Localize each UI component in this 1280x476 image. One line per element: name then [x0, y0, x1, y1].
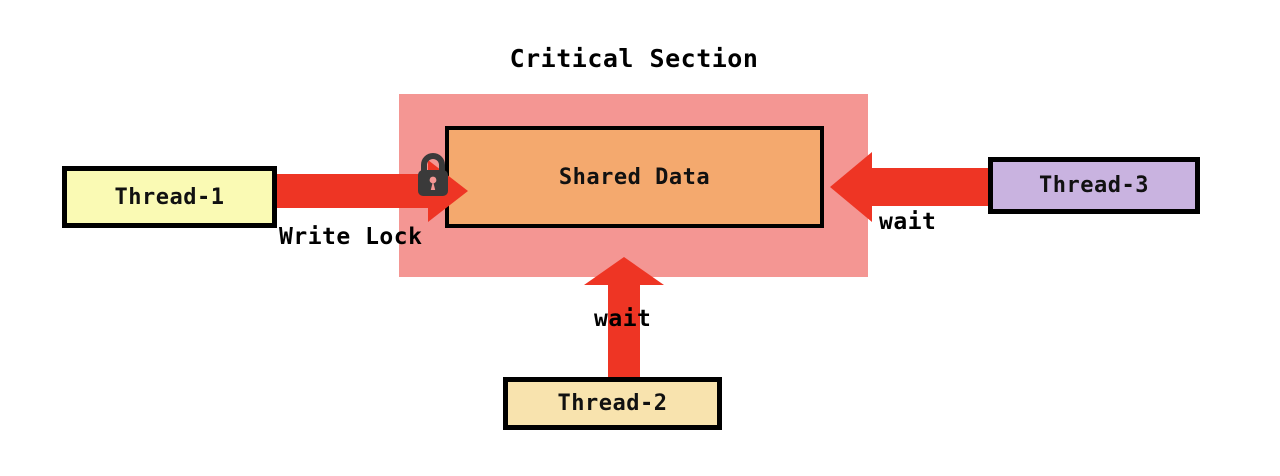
page-title: Critical Section	[509, 44, 759, 73]
edge-label-write-lock: Write Lock	[279, 224, 423, 250]
thread-2-box: Thread-2	[503, 377, 722, 430]
thread-3-box: Thread-3	[988, 157, 1200, 214]
thread-1-label: Thread-1	[114, 184, 225, 210]
thread-3-label: Thread-3	[1039, 173, 1149, 198]
thread-1-box: Thread-1	[62, 166, 277, 228]
shared-data-label: Shared Data	[558, 164, 711, 190]
padlock-closed-icon	[418, 153, 448, 196]
arrow-thread2-to-shared-data	[584, 257, 664, 381]
edge-label-wait-thread2: wait	[594, 306, 652, 332]
edge-label-wait-thread3: wait	[879, 209, 937, 235]
thread-2-label: Thread-2	[557, 391, 668, 416]
shared-data-box: Shared Data	[445, 126, 824, 228]
arrow-thread3-to-shared-data	[830, 152, 1000, 222]
